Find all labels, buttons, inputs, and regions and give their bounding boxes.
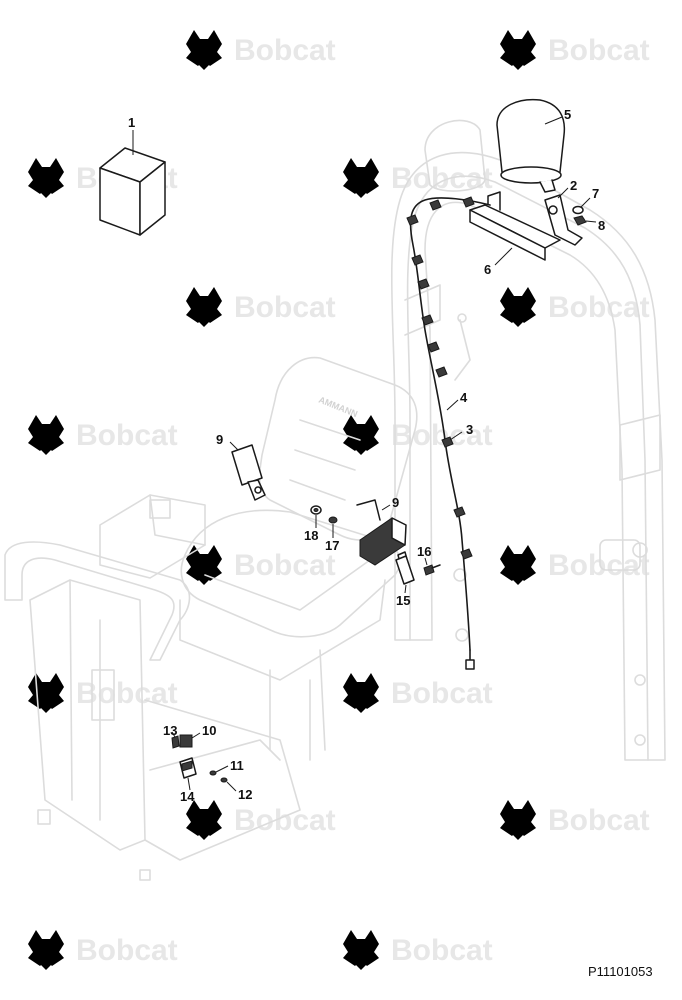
bobcat-head-logo-icon — [28, 930, 64, 970]
callout-9-tongue: 9 — [216, 432, 223, 447]
part-4-wiring-harness[interactable] — [409, 197, 491, 670]
svg-text:Bobcat: Bobcat — [234, 291, 336, 324]
watermark-1: Bobcat — [186, 30, 336, 70]
watermark-12: Bobcat — [343, 673, 493, 713]
watermark-8: Bobcat — [343, 415, 493, 455]
svg-text:AMMANN: AMMANN — [317, 395, 359, 420]
callout-12: 12 — [238, 787, 252, 802]
callout-4: 4 — [460, 390, 468, 405]
callout-18: 18 — [304, 528, 318, 543]
bobcat-head-logo-icon — [186, 800, 222, 840]
part-12-nut[interactable] — [220, 777, 228, 783]
svg-text:Bobcat: Bobcat — [234, 34, 336, 67]
bobcat-head-logo-icon — [500, 30, 536, 70]
svg-text:Bobcat: Bobcat — [548, 34, 650, 67]
side-console — [99, 494, 206, 579]
bobcat-head-logo-icon — [343, 415, 379, 455]
svg-text:Bobcat: Bobcat — [548, 291, 650, 324]
watermark-6: Bobcat — [500, 287, 650, 327]
part-16-bolt[interactable] — [423, 564, 441, 576]
callout-2: 2 — [570, 178, 577, 193]
callout-6: 6 — [484, 262, 491, 277]
svg-text:Bobcat: Bobcat — [391, 419, 493, 452]
seat-cushion — [180, 509, 401, 638]
svg-text:Bobcat: Bobcat — [234, 549, 336, 582]
bobcat-head-logo-icon — [28, 415, 64, 455]
watermark-11: Bobcat — [28, 673, 178, 713]
callout-1: 1 — [128, 115, 135, 130]
callout-14: 14 — [180, 789, 195, 804]
svg-text:Bobcat: Bobcat — [391, 934, 493, 967]
callout-13: 13 — [163, 723, 177, 738]
callout-labels: 1 2 3 4 5 6 7 8 9 9 10 11 12 13 14 15 16… — [128, 107, 605, 804]
bobcat-head-logo-icon — [28, 158, 64, 198]
part-14-relay-socket[interactable] — [179, 757, 197, 779]
watermark-15: Bobcat — [28, 930, 178, 970]
svg-text:Bobcat: Bobcat — [548, 804, 650, 837]
callout-5: 5 — [564, 107, 571, 122]
callout-7: 7 — [592, 186, 599, 201]
watermark-10: Bobcat — [500, 545, 650, 585]
part-8-nut[interactable] — [573, 215, 587, 226]
figure-code: P11101053 — [588, 964, 653, 979]
part-10-relay[interactable] — [179, 734, 193, 748]
callout-17: 17 — [325, 538, 339, 553]
ghost-beacon — [424, 119, 486, 192]
svg-text:Bobcat: Bobcat — [548, 549, 650, 582]
part-15-anchor-plate[interactable] — [395, 555, 415, 585]
part-1-kit-box[interactable] — [99, 147, 166, 236]
bobcat-head-logo-icon — [500, 545, 536, 585]
svg-text:Bobcat: Bobcat — [391, 677, 493, 710]
watermark-5: Bobcat — [186, 287, 336, 327]
bobcat-head-logo-icon — [343, 673, 379, 713]
watermark-layer: Bobcat Bobcat Bobcat Bobcat Bobcat Bobca… — [28, 30, 650, 970]
callout-9-retractor: 9 — [392, 495, 399, 510]
guard-rail — [4, 541, 191, 661]
bobcat-head-logo-icon — [500, 287, 536, 327]
watermark-2: Bobcat — [500, 30, 650, 70]
bobcat-head-logo-icon — [186, 287, 222, 327]
watermark-9: Bobcat — [186, 545, 336, 585]
rops-frame-inner — [406, 175, 649, 761]
bobcat-head-logo-icon — [500, 800, 536, 840]
watermark-14: Bobcat — [500, 800, 650, 840]
callout-3: 3 — [466, 422, 473, 437]
part-2-beacon-bracket[interactable] — [544, 194, 583, 246]
bobcat-head-logo-icon — [186, 30, 222, 70]
watermark-13: Bobcat — [186, 800, 336, 840]
callout-10: 10 — [202, 723, 216, 738]
svg-text:Bobcat: Bobcat — [76, 419, 178, 452]
part-6-mounting-plate[interactable] — [469, 191, 561, 261]
callout-16: 16 — [417, 544, 431, 559]
part-5-beacon-lamp[interactable] — [496, 98, 566, 193]
part-3-cable-ties[interactable] — [406, 196, 475, 560]
part-7-washer[interactable] — [572, 205, 584, 215]
callout-15: 15 — [396, 593, 410, 608]
svg-text:Bobcat: Bobcat — [76, 934, 178, 967]
watermark-16: Bobcat — [343, 930, 493, 970]
watermark-4: Bobcat — [343, 158, 493, 198]
bobcat-head-logo-icon — [343, 158, 379, 198]
part-18-nut[interactable] — [310, 505, 322, 515]
bobcat-head-logo-icon — [28, 673, 64, 713]
part-11-washer[interactable] — [209, 770, 217, 776]
svg-text:Bobcat: Bobcat — [234, 804, 336, 837]
callout-11: 11 — [230, 758, 244, 773]
part-13-screw[interactable] — [171, 735, 180, 749]
part-9-seat-belt-tongue[interactable] — [231, 444, 266, 501]
watermark-7: Bobcat — [28, 415, 178, 455]
part-17-washer[interactable] — [328, 516, 338, 524]
callout-8: 8 — [598, 218, 605, 233]
bobcat-head-logo-icon — [343, 930, 379, 970]
